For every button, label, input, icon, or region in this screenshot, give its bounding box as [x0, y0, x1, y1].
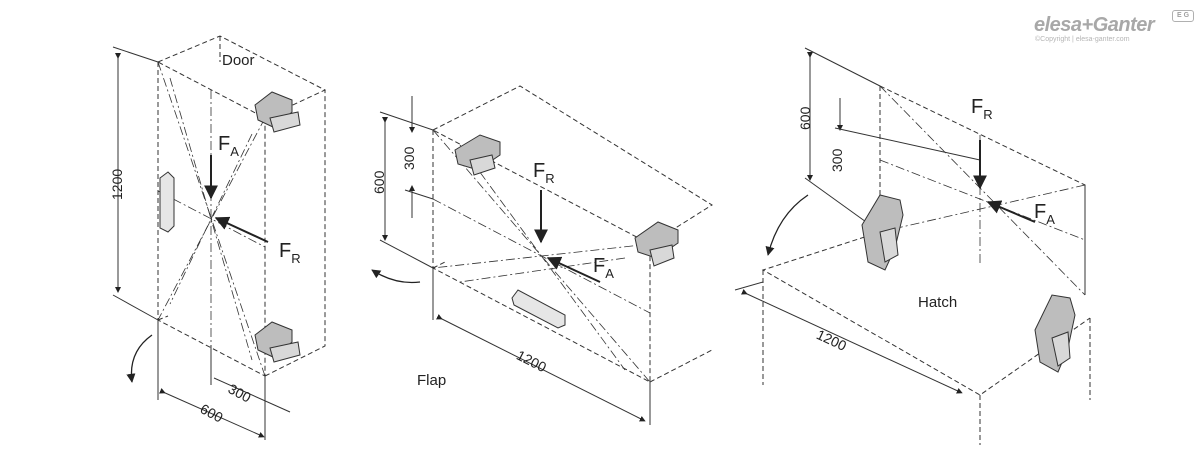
flap-hinges — [454, 134, 679, 267]
flap-height-dimension: 600 — [371, 170, 387, 194]
hatch-dimension-lines — [734, 47, 981, 394]
door-height-dimension: 1200 — [109, 168, 125, 200]
hatch-hinges — [861, 194, 1076, 373]
door-panel — [157, 35, 327, 377]
hatch-axial-force-label: FA — [1034, 201, 1055, 227]
door-force-arrows — [204, 155, 269, 243]
brand-badge-icon: E G — [1172, 10, 1194, 22]
flap-force-arrows — [534, 190, 601, 283]
brand-name: elesa+Ganter — [1034, 14, 1155, 36]
flap-offset-dimension: 300 — [401, 146, 417, 170]
hatch-radial-force-label: FR — [971, 96, 993, 122]
hatch-swing-arrow — [765, 194, 809, 256]
door-handle — [159, 171, 175, 233]
flap-panel — [432, 85, 713, 383]
brand-logo: elesa+Ganter ©Copyright | elesa-ganter.c… — [1034, 10, 1194, 46]
hatch-offset-dimension: 300 — [829, 148, 845, 172]
door-hinges — [254, 91, 301, 363]
hatch-height-dimension: 600 — [797, 106, 813, 130]
flap-dimension-lines — [379, 96, 651, 425]
door-title: Door — [222, 52, 255, 69]
hatch-force-arrows — [973, 140, 1036, 223]
door-dimension-lines — [112, 46, 291, 440]
brand-copyright: ©Copyright | elesa-ganter.com — [1035, 36, 1130, 43]
flap-axial-force-label: FA — [593, 255, 614, 281]
door-axial-force-label: FA — [218, 133, 239, 159]
hatch-panel — [761, 85, 1091, 445]
flap-title: Flap — [417, 372, 447, 389]
flap-handle — [511, 289, 566, 329]
door-radial-force-label: FR — [279, 240, 301, 266]
door-swing-arrow — [126, 334, 153, 383]
flap-radial-force-label: FR — [533, 160, 555, 186]
flap-swing-arrow — [371, 269, 421, 284]
hatch-title: Hatch — [918, 294, 958, 311]
